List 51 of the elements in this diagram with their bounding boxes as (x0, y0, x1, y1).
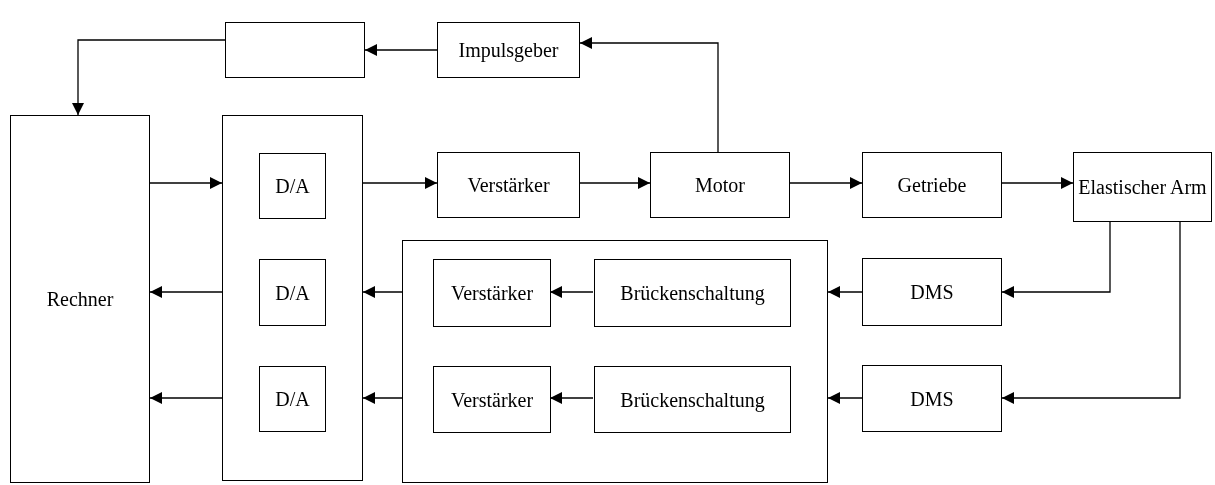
arrow (72, 39, 226, 116)
process-box (259, 366, 326, 432)
box-label: Verstärker (450, 387, 534, 412)
box-label: Brückenschaltung (620, 281, 765, 305)
arrow (362, 286, 403, 298)
process-box (433, 366, 551, 433)
process-box (862, 152, 1002, 218)
box-label: Getriebe (897, 173, 967, 197)
process-box (437, 152, 580, 218)
box-label: DMS (910, 280, 954, 304)
arrow (362, 177, 438, 189)
process-box (259, 153, 326, 219)
arrow (364, 44, 438, 56)
process-box (433, 259, 551, 327)
process-box (1073, 152, 1212, 222)
arrow (549, 286, 594, 298)
box-label: D/A (275, 387, 310, 411)
arrow (827, 392, 863, 404)
arrow (149, 392, 223, 404)
process-box (259, 259, 326, 326)
process-box (594, 259, 791, 327)
group-box (225, 22, 365, 78)
process-box (594, 366, 791, 433)
arrow (149, 286, 223, 298)
arrow (149, 177, 223, 189)
group-box (222, 115, 363, 481)
group-box (402, 240, 828, 483)
box-label: Brückenschaltung (620, 387, 765, 412)
arrow (579, 177, 651, 189)
arrow (1001, 177, 1074, 189)
arrow (362, 392, 403, 404)
box-label: Verstärker (467, 173, 550, 197)
arrow (1001, 221, 1111, 298)
box-label: D/A (275, 174, 310, 198)
box-label: DMS (910, 386, 954, 411)
box-label: Elastischer Arm (1078, 175, 1207, 199)
box-label: D/A (275, 280, 310, 305)
process-box (10, 115, 150, 483)
arrow (789, 177, 863, 189)
box-label: Motor (695, 173, 745, 197)
arrow (579, 37, 719, 153)
process-box (862, 365, 1002, 432)
box-label: Impulsgeber (458, 38, 559, 62)
process-box (437, 22, 580, 78)
arrow (827, 286, 863, 298)
arrow (1001, 221, 1181, 404)
process-box (650, 152, 790, 218)
arrow (549, 392, 594, 404)
box-label: Verstärker (450, 281, 534, 305)
box-label: Rechner (46, 287, 114, 311)
process-box (862, 258, 1002, 326)
